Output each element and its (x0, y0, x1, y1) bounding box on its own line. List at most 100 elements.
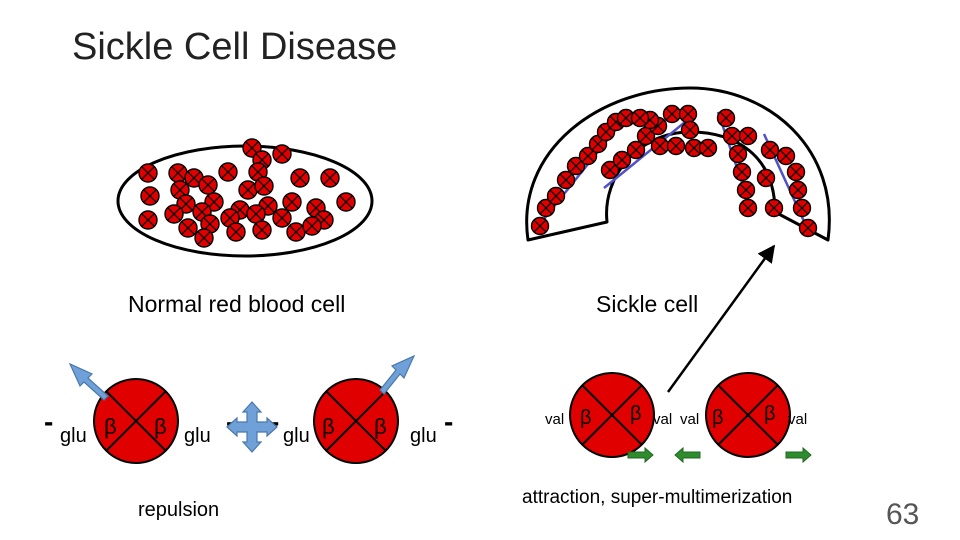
repulsion-label: repulsion (138, 499, 220, 521)
beta-label: β (154, 414, 167, 439)
hemoglobin-glyph (320, 168, 340, 188)
hemoglobin-glyph (616, 108, 636, 128)
hemoglobin-glyph (786, 162, 806, 182)
hemoglobin-glyph (666, 136, 686, 156)
hemoglobin-glyph (578, 146, 598, 166)
hemoglobin-glyph (684, 138, 704, 158)
hemoglobin-glyph (178, 218, 198, 238)
val-label: val (680, 411, 699, 428)
sickle-cell (525, 86, 831, 242)
hemoglobin-glyph (140, 186, 160, 206)
repulsion-arrow-right (379, 354, 416, 395)
charge-minus: - (44, 406, 53, 437)
glu-label: glu (283, 425, 310, 447)
hemoglobin-glyph (756, 168, 776, 188)
normal-cell-hemoglobin-group (138, 138, 356, 248)
slide-title: Sickle Cell Disease (72, 26, 398, 68)
hemoglobin-glyph (626, 140, 646, 160)
hemoglobin-glyph (662, 104, 682, 124)
hemoglobin-glyph (282, 192, 302, 212)
sickle-hemoglobin-pair: val β β val val β β val (545, 372, 812, 464)
hemoglobin-glyph (738, 198, 758, 218)
hemoglobin-glyph (138, 210, 158, 230)
glu-label: glu (410, 425, 437, 447)
subunit-divider (717, 384, 779, 446)
hemoglobin-glyph (788, 180, 808, 200)
hemoglobin-glyph (764, 198, 784, 218)
hemoglobin-glyph (798, 218, 818, 238)
hemoglobin-glyph (198, 175, 218, 195)
hemoglobin-glyph (736, 180, 756, 200)
hemoglobin-molecule-sickle-right (705, 372, 791, 458)
hemoglobin-glyph (272, 144, 292, 164)
attraction-label: attraction, super-multimerization (522, 487, 793, 508)
hemoglobin-glyph (698, 138, 718, 158)
hemoglobin-glyph (728, 144, 748, 164)
attraction-arrow-left (674, 446, 701, 464)
beta-label: β (630, 403, 642, 425)
attraction-arrow-right (785, 446, 812, 464)
charge-minus: - (270, 406, 279, 437)
hemoglobin-glyph (760, 140, 780, 160)
hemoglobin-glyph (600, 160, 620, 180)
subunit-divider (581, 384, 643, 446)
beta-label: β (322, 414, 335, 439)
hemoglobin-glyph (138, 163, 158, 183)
hemoglobin-glyph (302, 216, 322, 236)
sickle-cell-hemoglobin-group (530, 104, 818, 238)
beta-label: β (374, 414, 387, 439)
val-label: val (545, 411, 564, 428)
hemoglobin-glyph (254, 176, 274, 196)
hemoglobin-glyph (678, 104, 698, 124)
hemoglobin-glyph (168, 163, 188, 183)
val-label: val (653, 411, 672, 428)
glu-label: glu (60, 425, 87, 447)
hemoglobin-glyph (732, 162, 752, 182)
hemoglobin-glyph (164, 204, 184, 224)
beta-label: β (712, 407, 724, 429)
normal-cell-label: Normal red blood cell (128, 291, 346, 317)
beta-label: β (764, 403, 776, 425)
hemoglobin-glyph (252, 220, 272, 240)
hemoglobin-glyph (546, 186, 566, 206)
hemoglobin-molecule-sickle-left (569, 372, 655, 458)
sickle-cell-label: Sickle cell (596, 291, 699, 317)
hemoglobin-glyph (286, 222, 306, 242)
hemoglobin-glyph (716, 108, 736, 128)
hemoglobin-glyph (650, 136, 670, 156)
val-label: val (788, 411, 807, 428)
hemoglobin-glyph (738, 126, 758, 146)
hemoglobin-glyph (246, 204, 266, 224)
hemoglobin-glyph (530, 216, 550, 236)
hemoglobin-glyph (776, 146, 796, 166)
hemoglobin-glyph (290, 168, 310, 188)
glu-label: glu (184, 425, 211, 447)
hemoglobin-molecule-left (93, 378, 179, 464)
charge-minus: - (226, 406, 235, 437)
hemoglobin-glyph (612, 150, 632, 170)
normal-hemoglobin-pair: - glu β β glu - - glu β β glu - (44, 354, 453, 464)
attraction-arrow-right (627, 446, 654, 464)
hemoglobin-molecule-right (313, 378, 399, 464)
normal-red-blood-cell (116, 138, 374, 258)
hemoglobin-glyph (272, 208, 292, 228)
hemoglobin-glyph (194, 228, 214, 248)
subunit-divider (325, 390, 387, 452)
hemoglobin-glyph (556, 170, 576, 190)
hemoglobin-glyph (630, 108, 650, 128)
hemoglobin-glyph (226, 222, 246, 242)
beta-label: β (580, 407, 592, 429)
polymer-fiber (603, 117, 691, 189)
repulsion-arrow-left (68, 362, 109, 401)
subunit-divider (105, 390, 167, 452)
hemoglobin-glyph (566, 156, 586, 176)
hemoglobin-glyph (792, 198, 812, 218)
charge-minus: - (444, 406, 453, 437)
beta-label: β (104, 414, 117, 439)
hemoglobin-glyph (536, 198, 556, 218)
hemoglobin-glyph (336, 192, 356, 212)
zoom-pointer-arrow (666, 244, 776, 393)
hemoglobin-glyph (722, 126, 742, 146)
hemoglobin-glyph (680, 120, 700, 140)
